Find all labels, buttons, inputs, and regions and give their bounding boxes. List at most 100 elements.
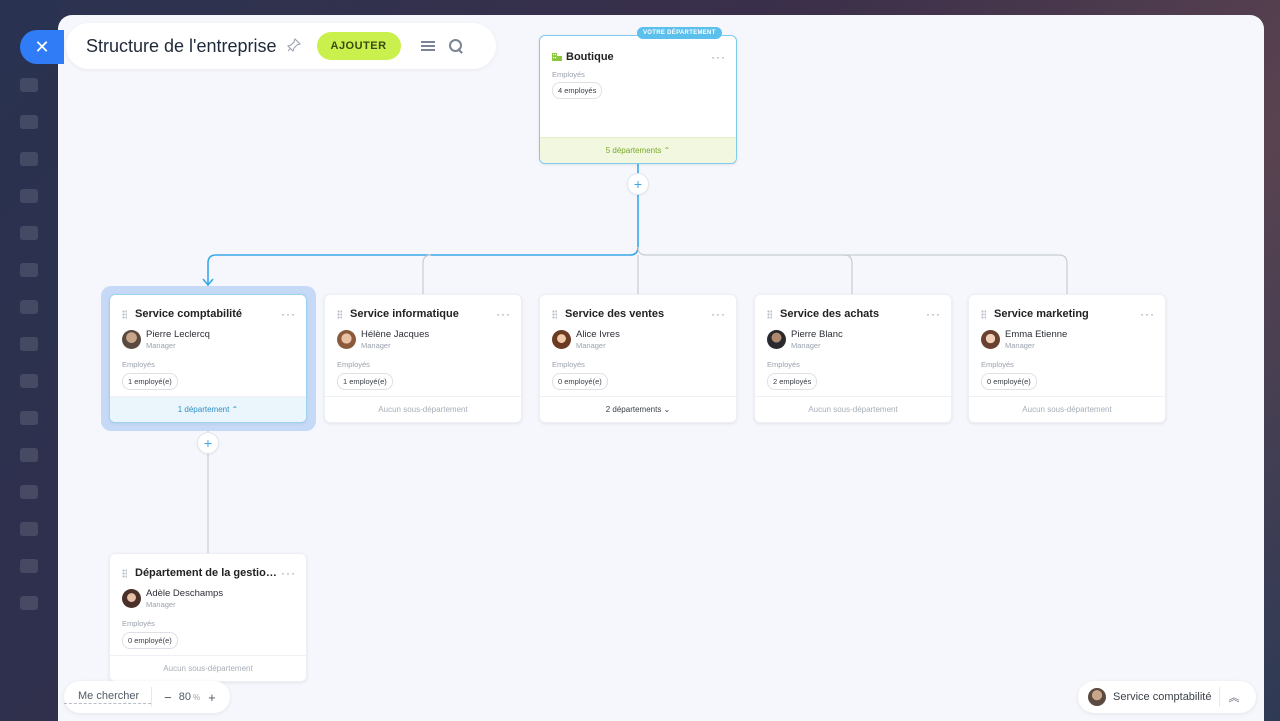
- subdepartments-status: Aucun sous-département: [325, 396, 521, 422]
- sidebar-icon[interactable]: [20, 448, 38, 462]
- sidebar-icon[interactable]: [20, 485, 38, 499]
- employees-count[interactable]: 0 employé(e): [122, 632, 178, 649]
- sidebar-icon[interactable]: [20, 337, 38, 351]
- sidebar-icon[interactable]: [20, 226, 38, 240]
- more-options-icon[interactable]: ···: [281, 307, 296, 321]
- zoom-in-button[interactable]: +: [208, 689, 216, 705]
- page-title: Structure de l'entreprise: [86, 35, 277, 56]
- sidebar-icon[interactable]: [20, 374, 38, 388]
- employees-count[interactable]: 0 employé(e): [552, 373, 608, 390]
- department-name: Service des achats: [780, 308, 880, 320]
- your-department-badge: VOTRE DÉPARTEMENT: [637, 27, 722, 39]
- sidebar-icon[interactable]: [20, 522, 38, 536]
- department-name: Service comptabilité: [135, 308, 242, 320]
- drag-handle-icon[interactable]: [122, 309, 127, 319]
- sidebar-icon[interactable]: [20, 78, 38, 92]
- employees-label: Employés: [552, 70, 585, 79]
- manager-name: Adèle Deschamps: [146, 588, 224, 599]
- current-department-name: Service comptabilité: [1113, 691, 1212, 703]
- manager-role: Manager: [146, 341, 176, 350]
- manager-name: Alice Ivres: [576, 329, 620, 340]
- employees-count[interactable]: 0 employé(e): [981, 373, 1037, 390]
- manager-name: Pierre Leclercq: [146, 329, 210, 340]
- employees-label: Employés: [981, 360, 1014, 369]
- manager-name: Pierre Blanc: [791, 329, 843, 340]
- manager-role: Manager: [1005, 341, 1035, 350]
- drag-handle-icon[interactable]: [552, 309, 557, 319]
- chevron-up-double-icon[interactable]: ︽: [1228, 692, 1240, 704]
- sidebar-icon[interactable]: [20, 189, 38, 203]
- avatar: [122, 330, 141, 349]
- more-options-icon[interactable]: ···: [711, 307, 726, 321]
- add-subdepartment-button[interactable]: +: [627, 173, 649, 195]
- sidebar-icon[interactable]: [20, 300, 38, 314]
- subdepartments-toggle[interactable]: 2 départements ⌄: [540, 396, 736, 422]
- pin-icon[interactable]: [286, 37, 301, 55]
- zoom-out-button[interactable]: −: [164, 689, 172, 705]
- plus-icon: +: [633, 176, 643, 192]
- department-name: Service marketing: [994, 308, 1089, 320]
- plus-icon: +: [203, 435, 213, 451]
- department-name: Département de la gestion d...: [135, 567, 277, 579]
- drag-handle-icon[interactable]: [122, 568, 127, 578]
- employees-count[interactable]: 1 employé(e): [337, 373, 393, 390]
- manager-role: Manager: [576, 341, 606, 350]
- left-sidebar: [0, 0, 58, 721]
- employees-label: Employés: [122, 360, 155, 369]
- close-button[interactable]: ✕: [20, 30, 64, 64]
- department-card[interactable]: Département de la gestion d... ··· Adèle…: [109, 553, 307, 682]
- menu-icon[interactable]: [420, 41, 435, 51]
- drag-handle-icon[interactable]: [337, 309, 342, 319]
- sidebar-icon[interactable]: [20, 596, 38, 610]
- avatar: [552, 330, 571, 349]
- avatar: [337, 330, 356, 349]
- more-options-icon[interactable]: ···: [711, 50, 726, 64]
- employees-count[interactable]: 1 employé(e): [122, 373, 178, 390]
- manager-role: Manager: [791, 341, 821, 350]
- department-name: Boutique: [566, 51, 614, 63]
- sidebar-icon[interactable]: [20, 411, 38, 425]
- manager-role: Manager: [361, 341, 391, 350]
- sidebar-icon[interactable]: [20, 559, 38, 573]
- zoom-value: 80: [178, 691, 191, 703]
- avatar: [981, 330, 1000, 349]
- drag-handle-icon[interactable]: [767, 309, 772, 319]
- close-icon: ✕: [34, 36, 50, 57]
- sidebar-icon[interactable]: [20, 263, 38, 277]
- drag-handle-icon[interactable]: [981, 309, 986, 319]
- subdepartments-toggle[interactable]: 1 département ⌃: [110, 396, 306, 422]
- subdepartments-status: Aucun sous-département: [755, 396, 951, 422]
- add-button[interactable]: AJOUTER: [316, 32, 401, 60]
- find-me-button[interactable]: Me chercher: [64, 690, 152, 704]
- subdepartments-toggle[interactable]: 5 départements ⌃: [540, 137, 736, 163]
- department-card[interactable]: Service comptabilité ··· Pierre Leclercq…: [109, 294, 307, 423]
- more-options-icon[interactable]: ···: [281, 566, 296, 580]
- sidebar-icon[interactable]: [20, 115, 38, 129]
- more-options-icon[interactable]: ···: [1140, 307, 1155, 321]
- employees-count[interactable]: 2 employés: [767, 373, 818, 390]
- page-header: Structure de l'entreprise AJOUTER: [66, 23, 496, 69]
- org-chart-canvas[interactable]: Structure de l'entreprise AJOUTER VOTRE …: [58, 15, 1264, 721]
- add-subdepartment-button[interactable]: +: [197, 432, 219, 454]
- employees-count[interactable]: 4 employés: [552, 82, 603, 99]
- sidebar-icon[interactable]: [20, 152, 38, 166]
- search-icon[interactable]: [448, 38, 464, 54]
- more-options-icon[interactable]: ···: [926, 307, 941, 321]
- department-card-root[interactable]: VOTRE DÉPARTEMENT Boutique ··· Employés …: [539, 27, 737, 164]
- zoom-controls: Me chercher − 80 % +: [64, 681, 230, 713]
- avatar: [122, 589, 141, 608]
- more-options-icon[interactable]: ···: [496, 307, 511, 321]
- divider: [1219, 687, 1221, 707]
- zoom-unit: %: [192, 692, 201, 702]
- current-department-button[interactable]: Service comptabilité ︽: [1078, 681, 1256, 713]
